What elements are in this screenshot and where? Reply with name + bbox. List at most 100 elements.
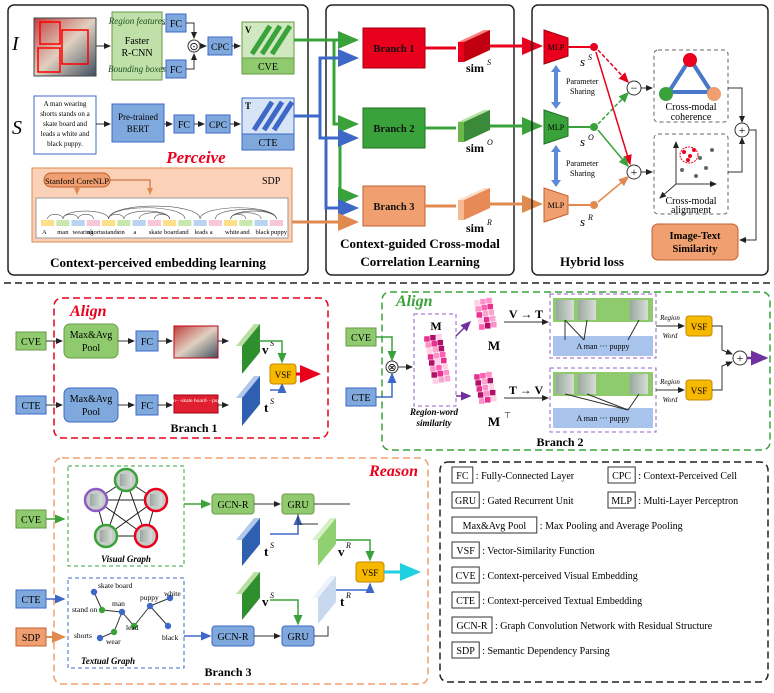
cte-box — [241, 133, 295, 151]
visual-graph-label: Visual Graph — [101, 554, 151, 564]
graph-node — [90, 588, 98, 596]
t2v-panel — [549, 367, 657, 433]
branch2-panel — [381, 291, 771, 451]
heat-cell — [432, 377, 439, 385]
word-row: A man ··· puppy — [576, 414, 629, 423]
heat-cell — [431, 371, 438, 379]
pos-tag — [224, 220, 238, 226]
gru-label: GRU — [287, 500, 309, 511]
heat-cell — [435, 364, 443, 371]
gcn-r-label: GCN-R — [217, 500, 248, 511]
graph-word: stand on — [72, 605, 97, 614]
cte-label: CTE — [22, 401, 41, 412]
dep-word: board — [164, 229, 180, 236]
vsf-label: VSF — [691, 322, 708, 332]
heat-cell — [479, 298, 487, 305]
graph-node — [146, 602, 154, 610]
scatter-point — [686, 158, 690, 162]
s-r-label: s — [580, 214, 585, 229]
graph-word: wear — [106, 637, 121, 646]
panel-hybrid-loss — [531, 4, 769, 276]
region-photo — [556, 300, 574, 320]
cve-box — [241, 57, 295, 75]
mlp-1 — [543, 29, 569, 65]
graph-node — [166, 594, 174, 602]
legend-key-box — [451, 466, 474, 484]
odot-symbol: ⊙ — [189, 41, 198, 53]
v-r-vector — [312, 518, 336, 566]
pool-label: Max&Avg — [70, 330, 113, 341]
caption-line: black puppy. — [47, 140, 83, 148]
cluster-ring — [679, 146, 699, 164]
bert-label-1: Pre-trained — [118, 112, 158, 122]
M-label: M — [488, 338, 500, 353]
input-image — [33, 17, 97, 77]
branch2-caption: Branch 2 — [536, 435, 583, 449]
branch1-title: Align — [69, 303, 107, 320]
rcnn-label: R-CNN — [121, 48, 152, 59]
heat-cell — [487, 303, 494, 310]
graph-word: white — [164, 589, 181, 598]
pos-tag — [86, 220, 100, 226]
dep-word: white — [225, 229, 240, 236]
dep-word: a — [210, 229, 213, 236]
heat-cell — [489, 389, 496, 396]
fc-label: FC — [178, 120, 191, 131]
heat-cell — [485, 297, 493, 304]
dep-word: a — [134, 229, 137, 236]
rw-label-2: similarity — [415, 418, 452, 428]
v-s-label: v — [262, 594, 269, 609]
pool-label: Pool — [82, 407, 101, 418]
cte-label: CTE — [259, 138, 278, 149]
bert-label-2: BERT — [127, 124, 150, 134]
legend-key: VSF — [456, 546, 475, 557]
sim-s-vector — [458, 30, 490, 62]
graph-edge — [113, 611, 123, 633]
heat-cell — [437, 370, 444, 377]
sdp-label: SDP — [22, 633, 41, 644]
region-photo — [630, 300, 648, 320]
heat-cell — [440, 357, 447, 364]
vsf-label: VSF — [362, 568, 379, 578]
vsf-label: VSF — [275, 370, 292, 380]
region-photo — [578, 300, 596, 320]
v-r-label: v — [338, 544, 345, 559]
heat-cell — [475, 305, 482, 313]
heat-cell — [479, 372, 487, 379]
heat-cell — [433, 352, 440, 359]
legend-text: : Context-perceived Visual Embedding — [482, 571, 638, 582]
legend-key: MLP — [611, 496, 632, 507]
dep-arc — [62, 210, 109, 220]
heat-cell — [488, 309, 495, 316]
graph-node — [96, 634, 104, 642]
legend-key-box — [607, 491, 636, 509]
heat-cell — [426, 347, 433, 355]
heatmap-M-transpose — [473, 371, 497, 405]
alignment-label-1: Cross-modal — [665, 196, 716, 207]
dep-arc — [138, 212, 170, 220]
pos-tag — [132, 220, 146, 226]
t-s-vector — [236, 376, 260, 426]
legend-key-box — [607, 466, 636, 484]
heat-cell — [476, 385, 483, 393]
heatmap-M — [473, 297, 497, 331]
region-label: Region — [659, 314, 680, 322]
dep-word: and — [179, 229, 189, 236]
mlp-3 — [543, 187, 569, 223]
heat-cell — [439, 351, 446, 358]
cte-t: T — [245, 101, 251, 111]
dep-arc — [199, 207, 277, 220]
branch1-panel — [53, 297, 329, 439]
otimes-symbol: ⊗ — [387, 362, 396, 374]
gcn-r-label: GCN-R — [217, 632, 248, 643]
legend-key: SDP — [456, 646, 475, 657]
legend-key-box — [451, 591, 480, 609]
scatter-point — [694, 174, 698, 178]
dep-word: and — [240, 229, 250, 236]
v-r-sup: R — [345, 541, 351, 550]
similarity-label-1: Image-Text — [670, 231, 721, 242]
legend-text: : Context-Perceived Cell — [638, 471, 737, 482]
dep-word: skate — [149, 229, 162, 236]
